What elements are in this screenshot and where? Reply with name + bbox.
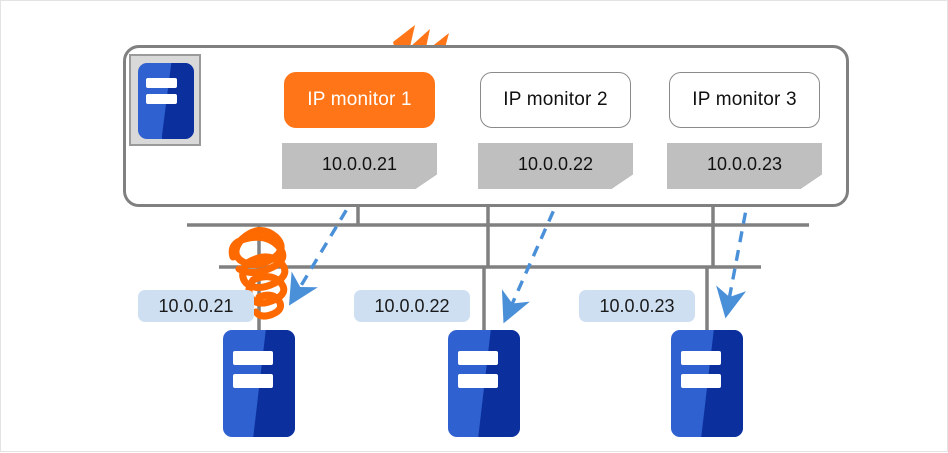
monitor-1-address: 10.0.0.21: [321, 153, 398, 174]
node-3-address-chip: 10.0.0.23: [579, 290, 695, 322]
monitor-2-address-note: 10.0.0.22: [478, 143, 633, 189]
node-2-server-icon: [448, 330, 520, 437]
ip-monitor-1-button[interactable]: IP monitor 1: [284, 72, 435, 128]
node-1-address-chip: 10.0.0.21: [138, 290, 254, 322]
node-2-address-chip: 10.0.0.22: [354, 290, 470, 322]
monitor-3-address: 10.0.0.23: [706, 153, 783, 174]
ip-monitor-3-button[interactable]: IP monitor 3: [669, 72, 820, 128]
link-arrow-2: [501, 193, 563, 324]
monitor-1-address-note: 10.0.0.21: [282, 143, 437, 189]
link-arrow-1: [289, 193, 358, 306]
monitor-2-address: 10.0.0.22: [517, 153, 594, 174]
scribble-fault-icon: [228, 227, 289, 320]
panel-drop-lines: [356, 207, 715, 267]
manager-server-icon: [129, 54, 201, 146]
monitor-3-address-note: 10.0.0.23: [667, 143, 822, 189]
node-1-server-icon: [223, 330, 295, 437]
node-3-server-icon: [671, 330, 743, 437]
monitor-link-arrows: [289, 193, 751, 324]
ip-monitor-2-button[interactable]: IP monitor 2: [480, 72, 631, 128]
link-arrow-3: [716, 193, 751, 319]
